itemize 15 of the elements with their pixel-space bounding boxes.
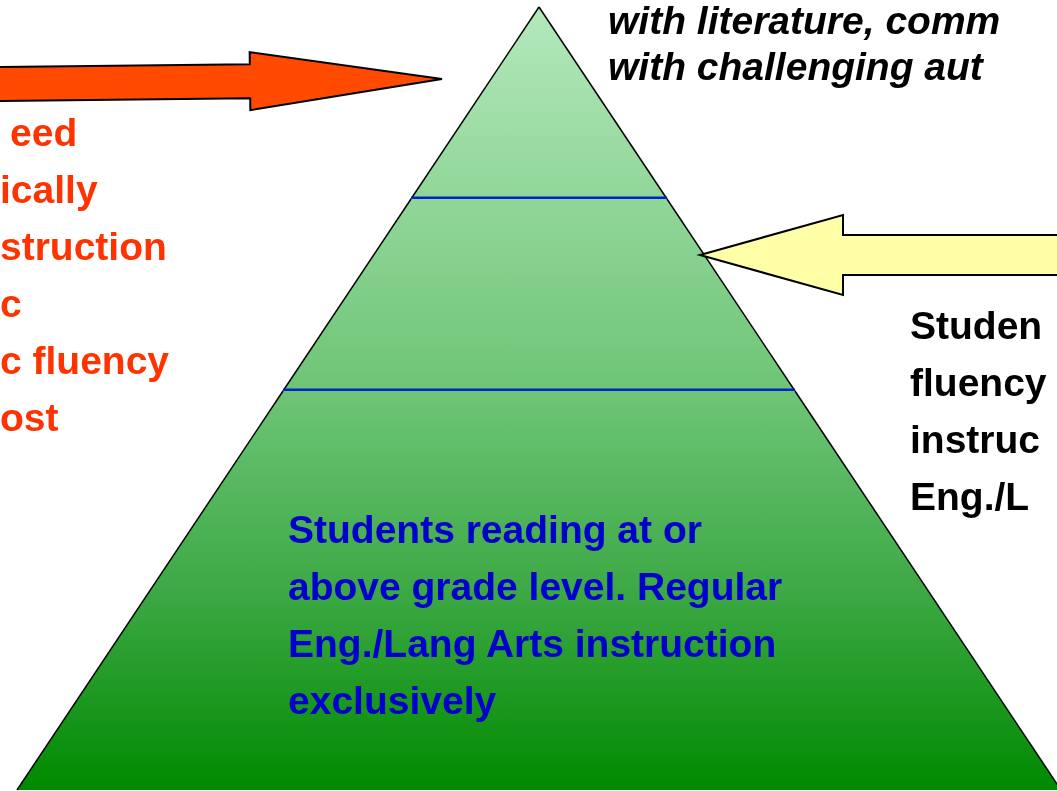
slide-text-line: Eng./L	[910, 474, 1030, 520]
slide-text-line: instruc	[910, 417, 1041, 463]
slide-text-line: eed	[10, 110, 78, 156]
tier-text: Students reading at or above grade level. Regular Eng./Lang Arts instruction exclusively	[288, 507, 784, 724]
slide-text-line: ically	[0, 167, 98, 213]
slide-text-line: fluency	[910, 360, 1047, 406]
slide-text-line: c	[0, 281, 22, 327]
slide-text-line: ost	[0, 395, 59, 441]
slide-text-line: with literature, comm	[608, 0, 1001, 44]
slide-text-line: Studen	[910, 303, 1043, 349]
slide-text-line: struction	[0, 224, 167, 270]
block-arrow	[0, 51, 443, 112]
slide-text-line: with challenging aut	[608, 44, 983, 90]
block-arrow	[696, 213, 1057, 297]
slide-text-line: c fluency	[0, 338, 170, 384]
